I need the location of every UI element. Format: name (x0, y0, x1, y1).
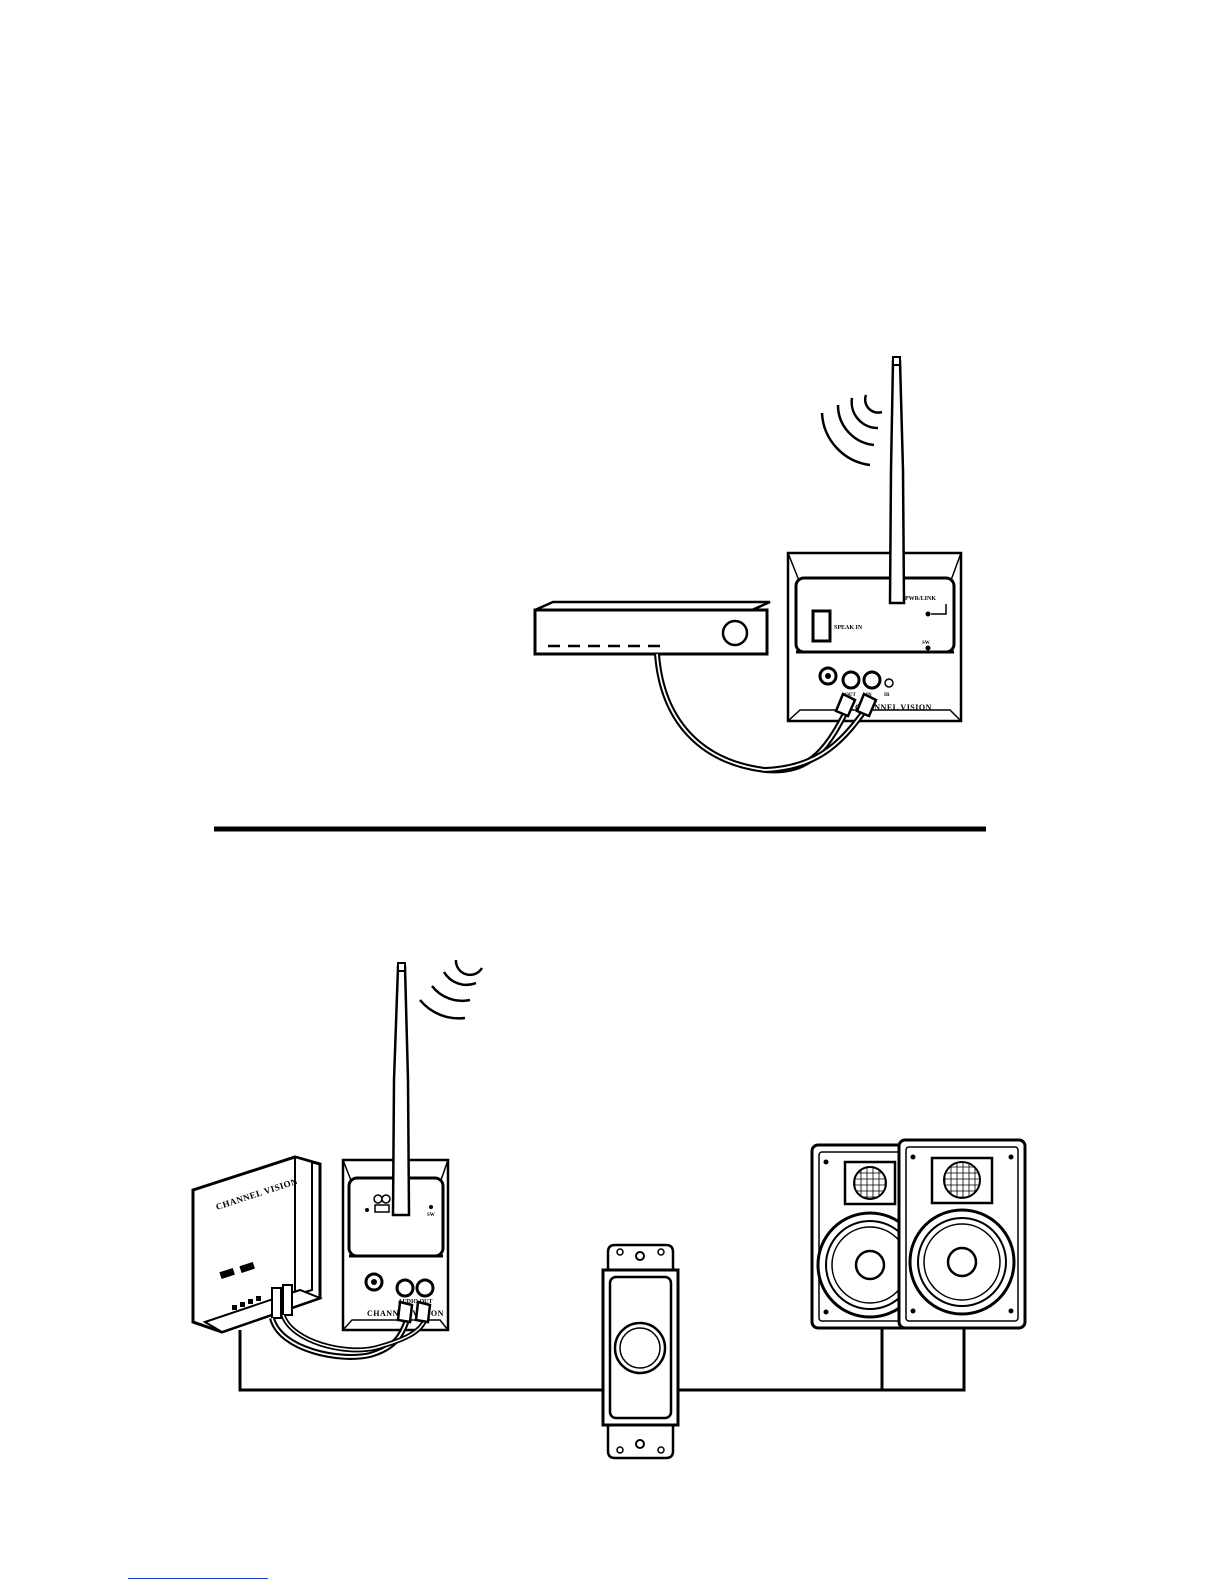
wireless-signal-waves-bottom (420, 960, 482, 1018)
volume-control-wallplate (603, 1245, 678, 1458)
rca-jack-2 (843, 672, 859, 688)
speakin-label: SPEAK IN (834, 625, 863, 631)
source-component-box (535, 602, 770, 654)
receiver-sw-label: SW (427, 1213, 435, 1218)
rca-jack-3 (864, 672, 880, 688)
wall-transmitter-plate: SPEAK IN PWR/LINK SW IR OUT IN CHANNEL V… (788, 553, 961, 721)
volume-knob (723, 621, 747, 645)
amplifier-unit: CHANNEL VISION (193, 1157, 320, 1332)
transmitter-antenna (890, 357, 904, 603)
tweeter-icon-right (944, 1162, 980, 1198)
speaker-right (899, 1140, 1025, 1328)
pwr-link-label: PWR/LINK (905, 596, 936, 602)
receiver-antenna (393, 963, 409, 1215)
footer-link-underline (128, 1578, 268, 1579)
wireless-signal-waves-top (822, 395, 882, 465)
volume-knob-icon (615, 1323, 665, 1373)
receiver-rca-jack-3 (417, 1280, 433, 1296)
tweeter-icon (854, 1167, 886, 1199)
ir-jack (885, 679, 893, 687)
ir-label: IR (884, 693, 890, 698)
sw-label: SW (922, 641, 930, 646)
bottom-wireless-receiver-diagram: CHANNEL VISION SW (193, 960, 1025, 1458)
receiver-rca-jack-2 (397, 1280, 413, 1296)
top-wireless-transmitter-diagram: SPEAK IN PWR/LINK SW IR OUT IN CHANNEL V… (535, 357, 961, 770)
